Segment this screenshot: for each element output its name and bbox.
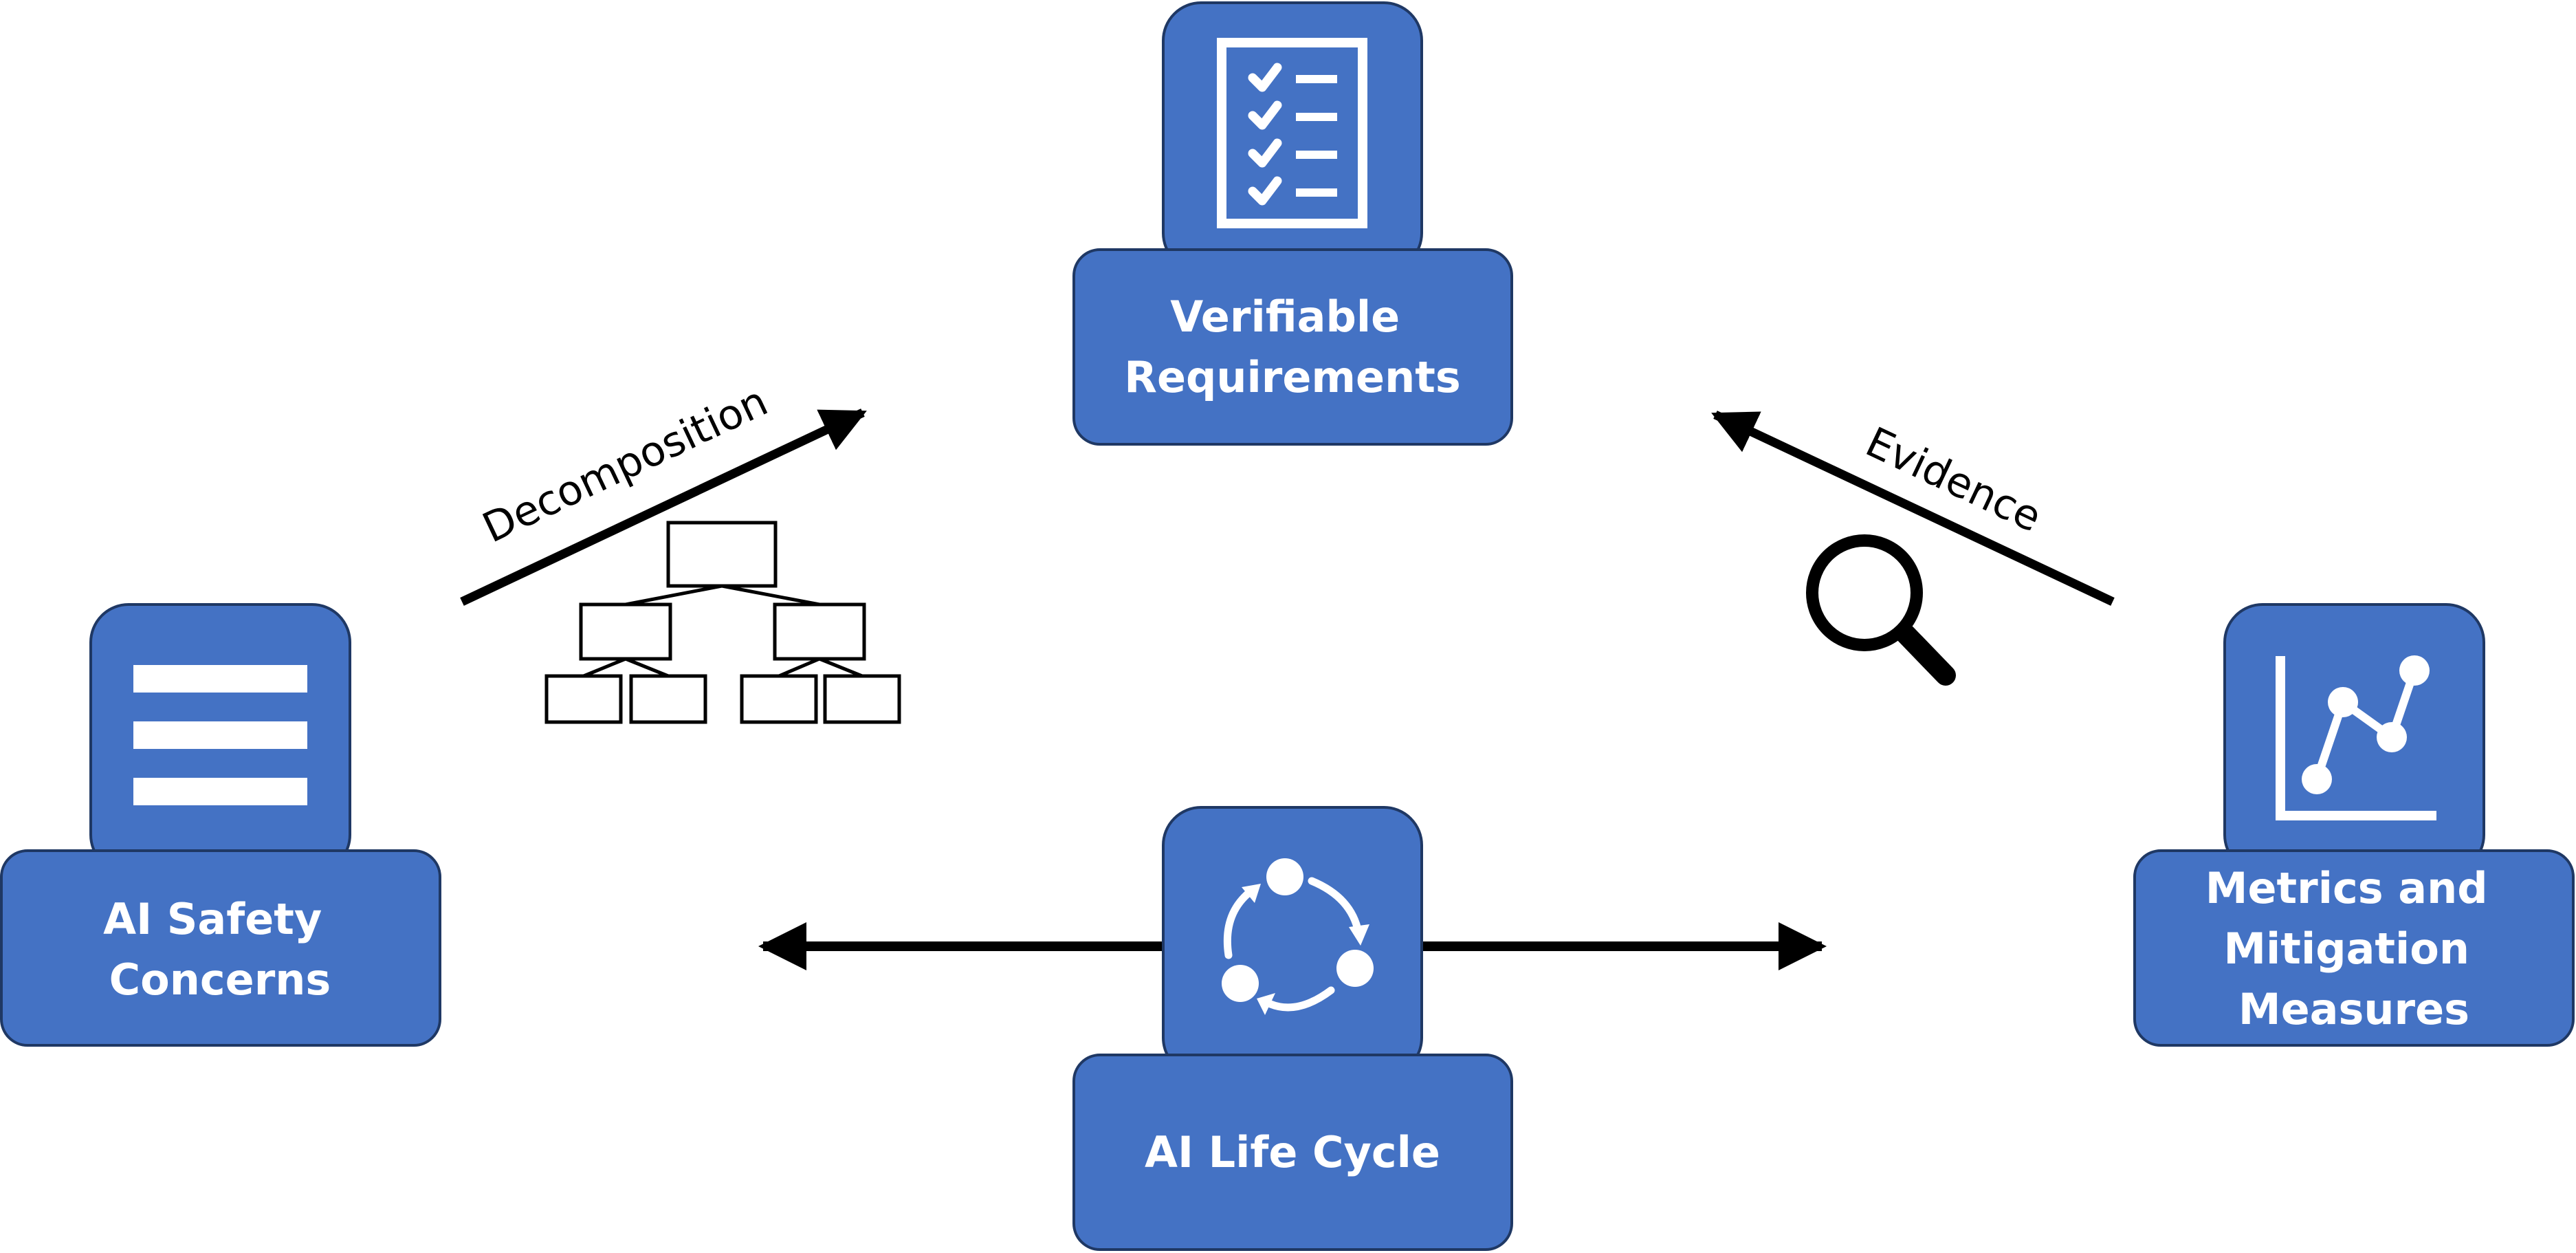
magnifier-icon xyxy=(1806,534,1956,686)
evidence-edge: Evidence xyxy=(1711,411,2115,686)
safety-node: AI Safety Concerns xyxy=(0,603,441,1047)
lifecycle-label-line: AI Life Cycle xyxy=(1145,1127,1440,1177)
safety-label-line: AI Safety xyxy=(103,894,322,944)
decomposition-arrow xyxy=(460,408,867,606)
lifecycle-label-box xyxy=(1072,1054,1513,1251)
lifecycle-node: AI Life Cycle xyxy=(1072,806,1513,1251)
cycle-icon xyxy=(1222,858,1374,1015)
requirements-label-box xyxy=(1072,248,1513,446)
checklist-icon xyxy=(1217,38,1367,228)
requirements-label-line: Verifiable xyxy=(1170,292,1400,342)
metrics-icon-tile xyxy=(2223,603,2485,874)
metrics-node: Metrics and Mitigation Measures xyxy=(2133,603,2575,1047)
metrics-label-box xyxy=(2133,849,2575,1047)
metrics-label-line: Measures xyxy=(2238,984,2469,1034)
decomposition-edge: Decomposition xyxy=(460,377,901,724)
safety-label-line: Concerns xyxy=(109,955,331,1005)
line-chart-icon xyxy=(2276,655,2436,820)
menu-lines-icon xyxy=(133,665,307,805)
requirements-label-line: Requirements xyxy=(1124,352,1461,402)
requirements-node: Verifiable Requirements xyxy=(1072,1,1513,446)
safety-label: AI Safety Concerns xyxy=(103,894,337,1005)
metrics-label: Metrics and Mitigation Measures xyxy=(2205,863,2502,1034)
lifecycle-icon-tile xyxy=(1162,806,1423,1077)
requirements-label: Verifiable Requirements xyxy=(1124,292,1461,402)
lifecycle-label: AI Life Cycle xyxy=(1145,1127,1440,1177)
metrics-label-line: Metrics and xyxy=(2205,863,2488,913)
hierarchy-tree-icon xyxy=(544,521,901,724)
metrics-label-line: Mitigation xyxy=(2223,924,2469,974)
safety-label-box xyxy=(0,849,441,1047)
evidence-arrow xyxy=(1711,411,2115,606)
